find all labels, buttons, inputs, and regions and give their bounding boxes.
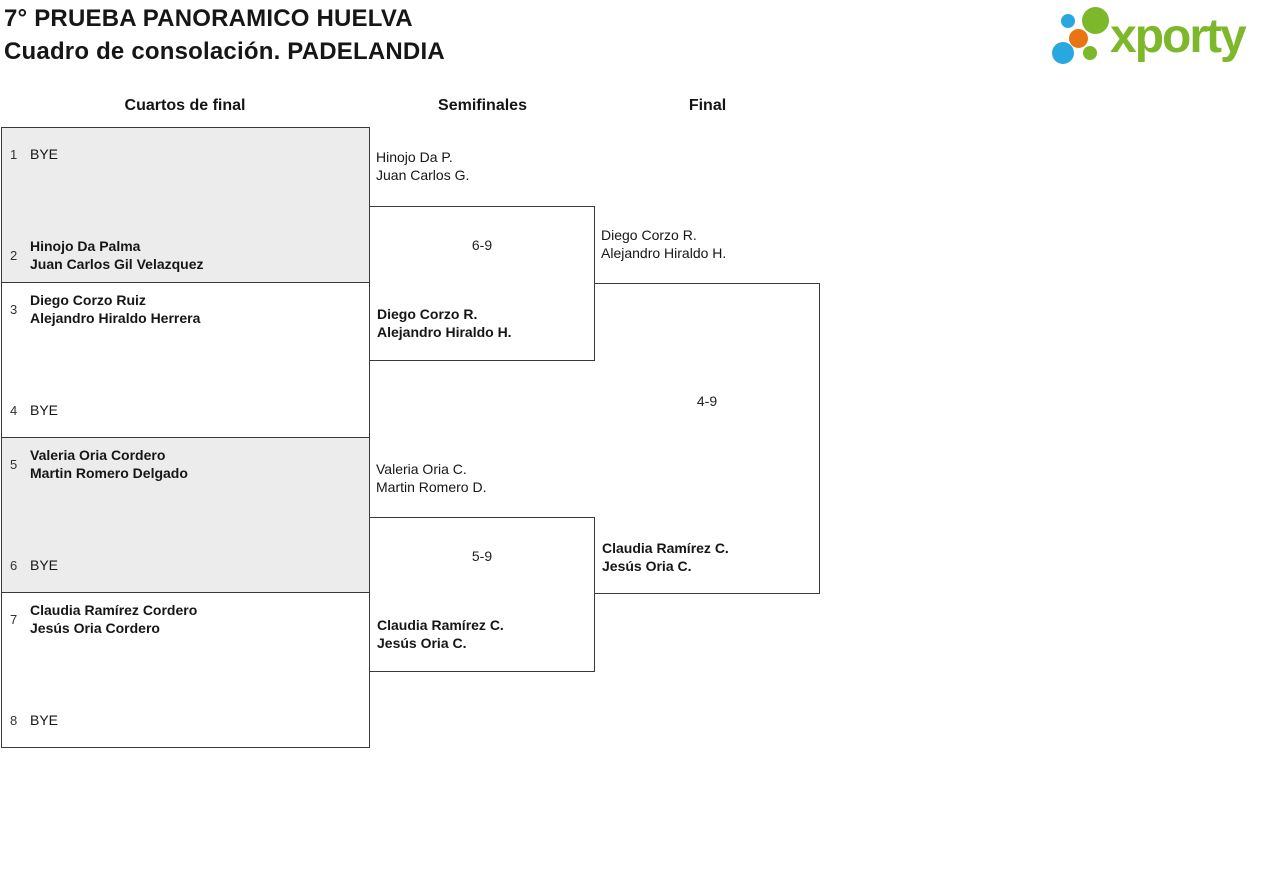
column-header-final: Final [688,97,727,114]
bracket-slot-1: 1 BYE [10,136,365,172]
team-name-bye: BYE [30,557,59,573]
page-header: 7° PRUEBA PANORAMICO HUELVA Cuadro de co… [4,2,445,68]
match-score: 4-9 [696,393,718,409]
logo-dot-orange-icon [1069,29,1088,48]
qf-match-box-4: 7 Claudia Ramírez Cordero Jesús Oria Cor… [1,592,370,748]
seed-number: 4 [10,402,18,418]
seed-number: 7 [10,611,18,627]
seed-number: 1 [10,146,18,162]
bracket-slot-8: 8 BYE [10,702,365,738]
seed-number: 3 [10,301,18,317]
logo-wordmark: xporty [1110,10,1247,63]
seed-number: 6 [10,557,18,573]
team-name-bye: BYE [30,402,59,418]
quarterfinals-column: 1 BYE 2 Hinojo Da Palma Juan Carlos Gil … [1,127,370,748]
logo-dot-blue-large-icon [1052,42,1074,64]
bracket-slot-4: 4 BYE [10,392,365,428]
sf1-team-top: Hinojo Da P. Juan Carlos G. [376,149,470,183]
sf1-team-bottom-winner: Diego Corzo R. Alejandro Hiraldo H. [377,306,512,340]
sf2-team-bottom-winner: Claudia Ramírez C. Jesús Oria C. [377,617,504,651]
team-name: Valeria Oria Cordero Martin Romero Delga… [30,447,188,481]
page-subtitle: Cuadro de consolación. PADELANDIA [4,38,445,65]
qf-match-box-1: 1 BYE 2 Hinojo Da Palma Juan Carlos Gil … [1,127,370,283]
final-team-top: Diego Corzo R. Alejandro Hiraldo H. [601,227,727,261]
bracket-slot-2: 2 Hinojo Da Palma Juan Carlos Gil Velazq… [10,237,365,273]
qf-match-box-3: 5 Valeria Oria Cordero Martin Romero Del… [1,437,370,593]
final-match-box: 4-9 Claudia Ramírez C. Jesús Oria C. [595,283,820,594]
page-title: 7° PRUEBA PANORAMICO HUELVA [4,5,413,32]
column-header-semifinals: Semifinales [438,97,527,114]
match-score: 5-9 [471,548,493,564]
seed-number: 2 [10,247,18,263]
bracket-slot-6: 6 BYE [10,547,365,583]
team-name: Hinojo Da Palma Juan Carlos Gil Velazque… [30,238,204,272]
logo-dot-green-large-icon [1082,7,1109,34]
team-name: Diego Corzo Ruiz Alejandro Hiraldo Herre… [30,292,201,326]
xporty-logo[interactable]: xporty [1048,5,1276,69]
bracket-slot-5: 5 Valeria Oria Cordero Martin Romero Del… [10,446,365,482]
bracket-slot-3: 3 Diego Corzo Ruiz Alejandro Hiraldo Her… [10,291,365,327]
seed-number: 5 [10,456,18,472]
logo-dot-green-small-icon [1083,46,1097,60]
final-team-bottom-winner: Claudia Ramírez C. Jesús Oria C. [602,540,729,574]
logo-dot-blue-small-icon [1061,14,1075,28]
sf-match-box-2: 5-9 Claudia Ramírez C. Jesús Oria C. [369,517,595,672]
team-name-bye: BYE [30,712,59,728]
sf2-team-top: Valeria Oria C. Martin Romero D. [376,461,487,495]
qf-match-box-2: 3 Diego Corzo Ruiz Alejandro Hiraldo Her… [1,282,370,438]
sf-match-box-1: 6-9 Diego Corzo R. Alejandro Hiraldo H. [369,206,595,361]
column-header-quarterfinals: Cuartos de final [124,97,246,114]
team-name: Claudia Ramírez Cordero Jesús Oria Corde… [30,602,198,636]
seed-number: 8 [10,712,18,728]
bracket-slot-7: 7 Claudia Ramírez Cordero Jesús Oria Cor… [10,601,365,637]
team-name-bye: BYE [30,146,59,162]
match-score: 6-9 [471,237,493,253]
